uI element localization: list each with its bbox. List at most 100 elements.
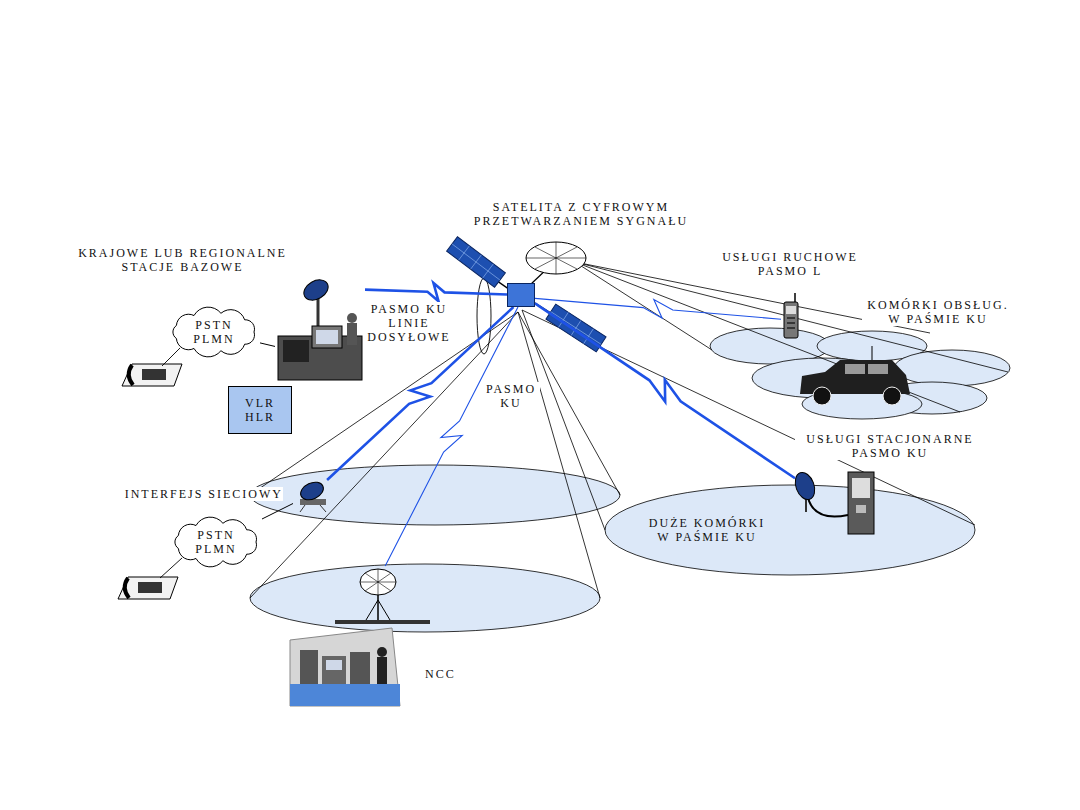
node-heading: USŁUGI STACJONARNE PASMO KU <box>795 432 985 460</box>
band-label: PASMO KU <box>482 382 540 410</box>
base-station-drawing <box>312 326 342 348</box>
base-station-drawing <box>278 276 362 380</box>
node-heading: SATELITA Z CYFROWYM PRZETWARZANIEM SYGNA… <box>456 200 706 228</box>
handheld-phone <box>784 293 798 338</box>
control-center-drawing <box>360 569 396 595</box>
fixed-terminal-drawing <box>856 505 866 513</box>
interface-antenna <box>298 479 327 512</box>
fixed-terminal: USŁUGI STACJONARNE PASMO KU <box>795 470 880 538</box>
control-center-drawing <box>360 569 396 595</box>
base-station-drawing <box>316 330 338 344</box>
cloud-outline <box>175 517 257 567</box>
vehicle <box>800 346 910 405</box>
telephone-icon <box>118 577 178 599</box>
control-center-drawing <box>322 656 346 684</box>
telephone-icon <box>122 364 182 386</box>
beam-lines <box>575 262 960 412</box>
interface-antenna <box>300 505 305 512</box>
control-center-drawing <box>366 600 378 620</box>
cell-label: DUŻE KOMÓRKI W PAŚMIE KU <box>638 511 776 549</box>
control-center-drawing <box>290 684 400 706</box>
phone-lead <box>160 558 182 578</box>
beam-lines <box>250 312 518 598</box>
interface-antenna <box>298 479 327 504</box>
fixed-terminal-drawing <box>808 498 848 517</box>
telephone-icon <box>129 365 133 385</box>
node-text: PSTN PLMN <box>190 528 242 556</box>
band-label: PASMO KU LINIE DOSYŁOWE <box>365 302 453 344</box>
coverage-cells <box>250 328 1010 632</box>
interface-antenna <box>300 499 326 505</box>
control-center-drawing <box>377 647 387 657</box>
interface-antenna <box>320 505 326 512</box>
satellite-drawing <box>526 242 586 274</box>
network-cloud: PSTN PLMN <box>168 308 260 356</box>
fixed-terminal-drawing <box>848 472 874 534</box>
coverage-cells <box>250 564 600 632</box>
node-heading: INTERFEJS SIECIOWY <box>55 487 283 501</box>
base-station: KRAJOWE LUB REGIONALNE STACJE BAZOWE <box>275 276 365 384</box>
satellite-drawing <box>526 242 586 274</box>
fixed-terminal-drawing <box>792 470 874 534</box>
base-station-drawing <box>347 323 357 345</box>
fixed-terminal-drawing <box>805 498 807 512</box>
control-center-drawing <box>350 652 370 684</box>
radio-link <box>385 307 518 566</box>
radio-link <box>535 298 781 319</box>
handheld-phone <box>786 306 796 314</box>
vehicle <box>813 387 831 405</box>
telephone-icon <box>118 577 178 599</box>
wire-link <box>262 504 293 520</box>
node-text: DUŻE KOMÓRKI W PAŚMIE KU <box>645 516 769 544</box>
cloud-outline <box>173 307 255 357</box>
handheld-phone <box>787 318 795 328</box>
beam-lines <box>518 312 600 598</box>
telephone-icon <box>142 369 166 380</box>
cell-label: KOMÓRKI OBSŁUG. W PAŚMIE KU <box>855 294 1021 330</box>
control-center-drawing <box>377 594 379 620</box>
node-heading: USŁUGI RUCHOWE PASMO L <box>705 250 875 278</box>
control-center-drawing <box>290 628 400 706</box>
node-text: PSTN PLMN <box>188 318 240 346</box>
fixed-terminal-drawing <box>792 470 818 502</box>
radio-link <box>365 283 507 301</box>
fixed-terminal-drawing <box>852 478 870 498</box>
feeder-link-marker <box>477 278 491 354</box>
control-center-drawing <box>326 660 342 670</box>
telephone-icon <box>122 364 182 386</box>
satellite-node: SATELITA Z CYFROWYM PRZETWARZANIEM SYGNA… <box>507 283 535 307</box>
telephone-icon <box>138 582 162 593</box>
base-station-drawing <box>300 276 332 305</box>
network-interface: INTERFEJS SIECIOWY <box>293 480 331 508</box>
satellite-drawing <box>447 237 506 287</box>
satellite-drawing <box>447 237 506 287</box>
vehicle <box>868 364 888 374</box>
node-text: VLR HLR <box>240 396 280 424</box>
vehicle <box>883 387 901 405</box>
mobile-terminal: USŁUGI RUCHOWE PASMO L <box>781 300 801 340</box>
control-center-drawing <box>290 569 430 706</box>
handheld-phone <box>784 302 798 338</box>
control-center-drawing <box>378 600 390 620</box>
radio-link <box>535 303 795 478</box>
phone-lead <box>162 348 180 366</box>
control-center-drawing <box>335 620 430 624</box>
telephone-icon <box>125 578 129 598</box>
register-box: VLR HLR <box>228 386 292 434</box>
vehicle <box>872 346 873 360</box>
base-station-drawing <box>347 313 357 323</box>
control-center-drawing <box>300 650 318 684</box>
satellite-drawing <box>447 237 506 287</box>
vehicle <box>845 364 865 374</box>
node-heading: NCC <box>425 667 485 681</box>
control-center-drawing <box>377 657 387 684</box>
network-cloud: PSTN PLMN <box>170 518 262 566</box>
handheld-phone <box>794 293 796 302</box>
wire-link <box>260 343 275 347</box>
control-center: NCC <box>290 566 405 706</box>
node-text: KOMÓRKI OBSŁUG. W PAŚMIE KU <box>862 298 1014 326</box>
base-station-drawing <box>283 340 309 362</box>
node-heading: KRAJOWE LUB REGIONALNE STACJE BAZOWE <box>65 246 300 274</box>
